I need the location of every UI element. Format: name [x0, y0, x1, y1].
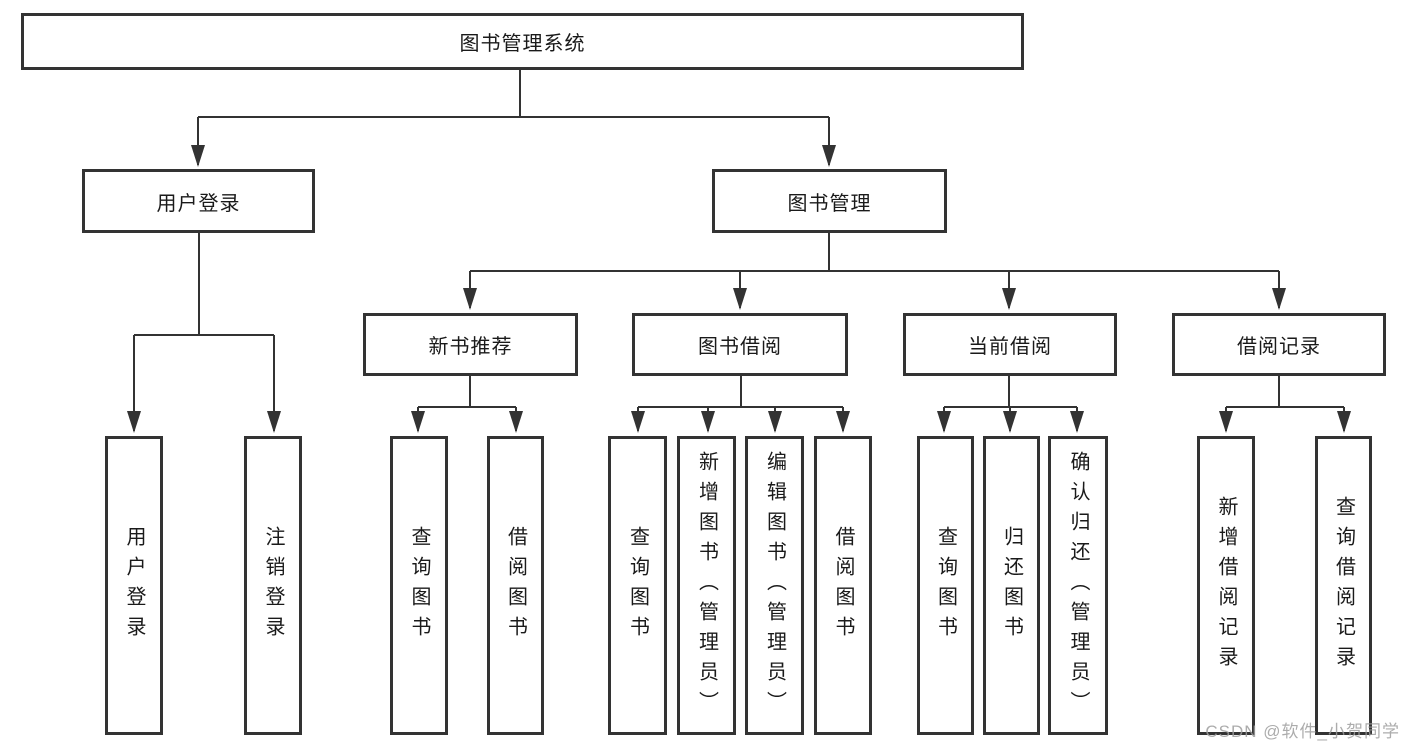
- connector-root-trunk: [198, 70, 829, 118]
- leaf-br-add-record: 新增借阅记录: [1197, 436, 1255, 735]
- leaf-cb-confirm-return: 确认归还（管理员）: [1048, 436, 1108, 735]
- node-user-login-group: 用户登录: [82, 169, 315, 233]
- csdn-watermark: CSDN @软件_小贺同学: [1205, 722, 1400, 741]
- leaf-user-login: 用户登录: [105, 436, 163, 735]
- leaf-bb-borrow-book: 借阅图书: [814, 436, 872, 735]
- node-book-mgmt: 图书管理: [712, 169, 947, 233]
- connector-new-book-rec-trunk: [418, 376, 516, 408]
- node-root: 图书管理系统: [21, 13, 1024, 70]
- connector-book-borrow-trunk: [638, 376, 843, 408]
- leaf-rec-borrow-book: 借阅图书: [487, 436, 544, 735]
- leaf-bb-edit-book: 编辑图书（管理员）: [745, 436, 804, 735]
- leaf-bb-add-book: 新增图书（管理员）: [677, 436, 736, 735]
- leaf-rec-query-book: 查询图书: [390, 436, 448, 735]
- node-new-book-rec: 新书推荐: [363, 313, 578, 376]
- connector-current-borrow-trunk: [944, 376, 1077, 408]
- leaf-logout: 注销登录: [244, 436, 302, 735]
- connector-borrow-record-trunk: [1226, 376, 1344, 408]
- node-current-borrow: 当前借阅: [903, 313, 1117, 376]
- leaf-br-query-record: 查询借阅记录: [1315, 436, 1372, 735]
- leaf-bb-query-book: 查询图书: [608, 436, 667, 735]
- connector-book-mgmt-trunk: [470, 233, 1279, 272]
- node-book-borrow: 图书借阅: [632, 313, 848, 376]
- leaf-cb-return-book: 归还图书: [983, 436, 1040, 735]
- node-borrow-record: 借阅记录: [1172, 313, 1386, 376]
- connector-user-login-trunk: [134, 233, 274, 336]
- leaf-cb-query-book: 查询图书: [917, 436, 974, 735]
